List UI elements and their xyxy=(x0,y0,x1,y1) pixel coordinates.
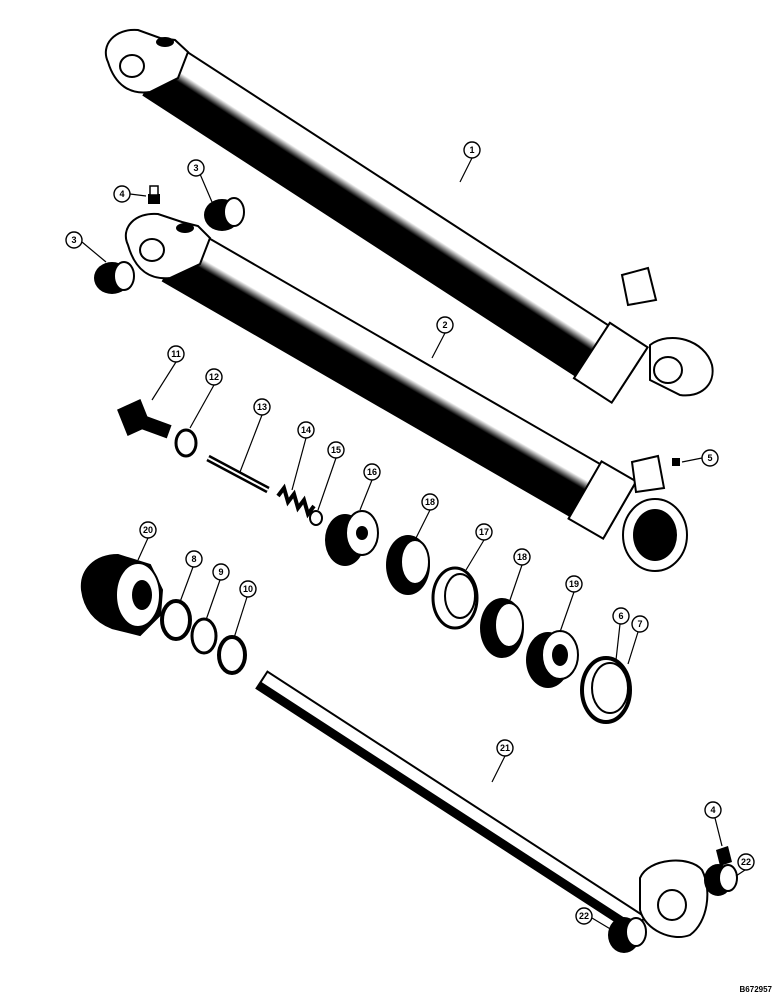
callout-21: 21 xyxy=(496,739,514,757)
callout-22-left: 22 xyxy=(575,907,593,925)
cylinder-barrel-2 xyxy=(125,212,688,572)
callout-7: 7 xyxy=(631,615,649,633)
callout-6: 6 xyxy=(612,607,630,625)
svg-text:5: 5 xyxy=(707,453,712,463)
svg-text:3: 3 xyxy=(71,235,76,245)
svg-text:2: 2 xyxy=(442,320,447,330)
svg-text:22: 22 xyxy=(741,857,751,867)
callout-18-right: 18 xyxy=(513,548,531,566)
callout-3-upper: 3 xyxy=(187,159,205,177)
ball-15 xyxy=(309,510,323,526)
seal-18-left xyxy=(386,535,430,595)
bushing-22-right xyxy=(704,864,738,896)
callout-10: 10 xyxy=(239,580,257,598)
piston-19 xyxy=(526,630,579,688)
svg-text:13: 13 xyxy=(257,402,267,412)
svg-text:22: 22 xyxy=(579,911,589,921)
seal-18-right xyxy=(480,598,524,658)
svg-text:4: 4 xyxy=(710,805,715,815)
callout-15: 15 xyxy=(327,441,345,459)
svg-text:21: 21 xyxy=(500,743,510,753)
pin-13 xyxy=(206,454,270,494)
svg-text:3: 3 xyxy=(193,163,198,173)
svg-text:9: 9 xyxy=(218,567,223,577)
svg-text:10: 10 xyxy=(243,584,253,594)
svg-text:17: 17 xyxy=(479,527,489,537)
callout-16: 16 xyxy=(363,463,381,481)
plug-bolt-11 xyxy=(117,398,172,439)
svg-text:11: 11 xyxy=(171,349,181,359)
cylinder-barrel-1 xyxy=(104,28,714,405)
svg-text:19: 19 xyxy=(569,579,579,589)
ring-9 xyxy=(190,617,218,655)
svg-text:12: 12 xyxy=(209,372,219,382)
svg-text:1: 1 xyxy=(469,145,474,155)
callout-2: 2 xyxy=(436,316,454,334)
svg-text:16: 16 xyxy=(367,467,377,477)
svg-text:18: 18 xyxy=(425,497,435,507)
callout-11: 11 xyxy=(167,345,185,363)
callout-19: 19 xyxy=(565,575,583,593)
wiper-8 xyxy=(160,599,192,641)
svg-text:18: 18 xyxy=(517,552,527,562)
piston-rod-21 xyxy=(255,670,709,938)
reference-code: B672957 xyxy=(739,985,772,994)
callout-14: 14 xyxy=(297,421,315,439)
svg-text:6: 6 xyxy=(618,611,623,621)
callout-layer: 1 2 3 3 4 4 5 6 7 8 9 10 11 12 13 14 15 … xyxy=(65,141,755,931)
piston-16 xyxy=(325,510,379,566)
seal-10 xyxy=(217,635,247,675)
callout-9: 9 xyxy=(212,563,230,581)
svg-text:4: 4 xyxy=(119,189,124,199)
bushing-3-lower xyxy=(94,261,135,294)
set-screw-5 xyxy=(672,458,680,466)
spring-14 xyxy=(276,483,316,519)
washer-12 xyxy=(174,428,198,458)
callout-3-lower: 3 xyxy=(65,231,83,249)
callout-17: 17 xyxy=(475,523,493,541)
bushing-3-upper xyxy=(204,197,245,231)
callout-22-right: 22 xyxy=(737,853,755,871)
svg-text:15: 15 xyxy=(331,445,341,455)
cylinder-head-20 xyxy=(80,553,164,637)
seal-6-7 xyxy=(580,656,632,724)
callout-12: 12 xyxy=(205,368,223,386)
svg-text:14: 14 xyxy=(301,425,311,435)
bushing-22-left xyxy=(608,917,647,953)
callout-1: 1 xyxy=(463,141,481,159)
callout-4-upper: 4 xyxy=(113,185,131,203)
callout-8: 8 xyxy=(185,550,203,568)
svg-text:8: 8 xyxy=(191,554,196,564)
svg-text:20: 20 xyxy=(143,525,153,535)
ring-17 xyxy=(431,566,479,630)
callout-5: 5 xyxy=(701,449,719,467)
callout-4-lower: 4 xyxy=(704,801,722,819)
svg-text:7: 7 xyxy=(637,619,642,629)
callout-20: 20 xyxy=(139,521,157,539)
grease-fitting-4-upper xyxy=(148,185,160,204)
callout-13: 13 xyxy=(253,398,271,416)
callout-18-left: 18 xyxy=(421,493,439,511)
grease-fitting-4-lower xyxy=(716,846,732,866)
